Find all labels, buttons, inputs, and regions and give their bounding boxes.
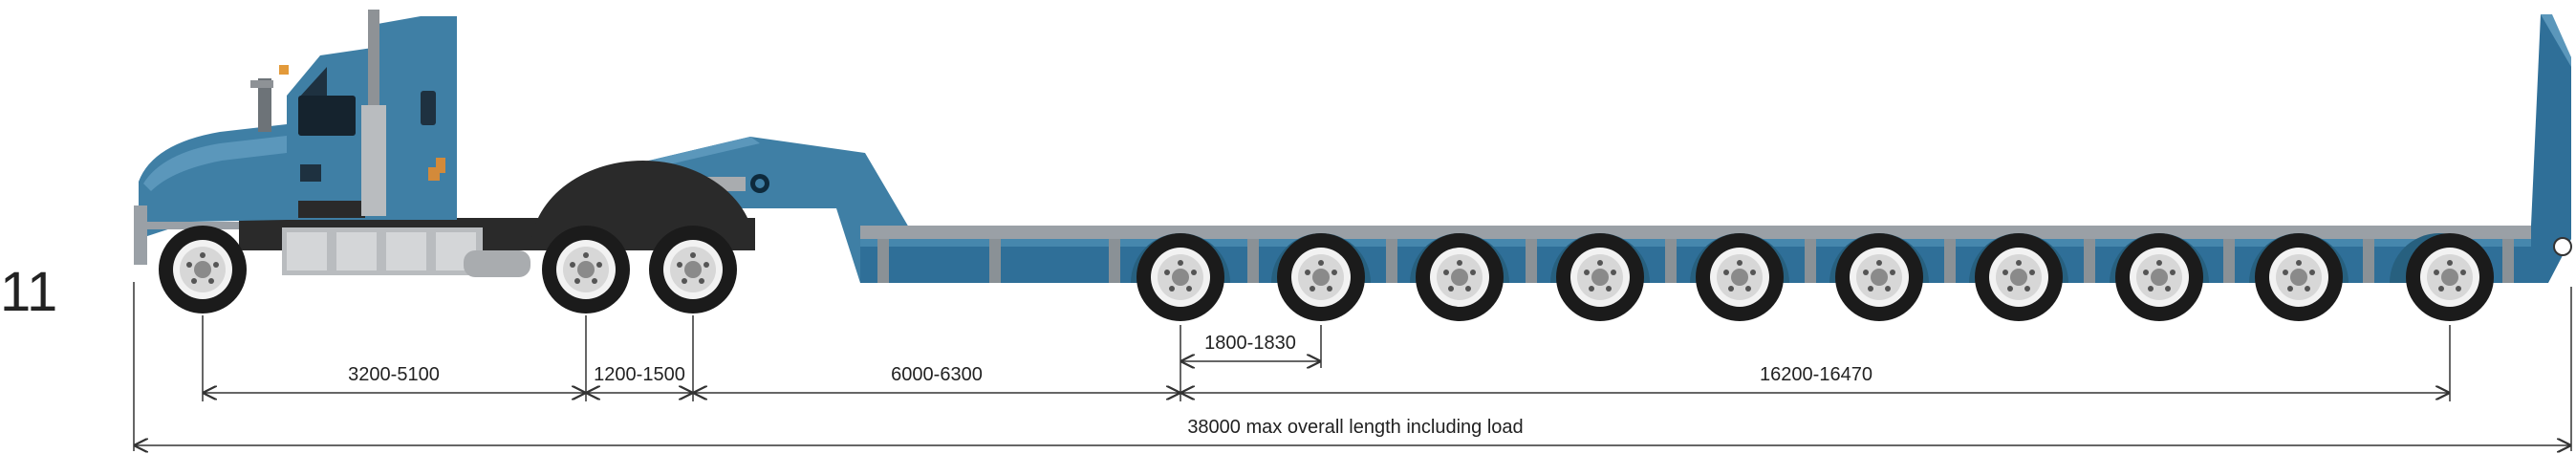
wheel-trailer-3: [1416, 233, 1504, 321]
side-window: [298, 96, 356, 136]
wheel-trailer-8: [2115, 233, 2203, 321]
wheel-trailer-2: [1277, 233, 1365, 321]
configuration-number: 11: [0, 261, 57, 323]
tail-ramp: [2531, 14, 2571, 283]
wheel-trailer-4: [1556, 233, 1644, 321]
dim-label-trailer-axle-spacing: 1800-1830: [1204, 333, 1296, 354]
wheel-trailer-9: [2255, 233, 2343, 321]
wheel-drive-2: [649, 226, 737, 313]
wheel-trailer-5: [1696, 233, 1784, 321]
wheel-drive-1: [542, 226, 630, 313]
prime-mover: [134, 10, 755, 277]
dim-label-drive-to-trailer: 6000-6300: [891, 364, 983, 385]
wheel-steer: [159, 226, 247, 313]
wheel-trailer-7: [1975, 233, 2063, 321]
dim-label-drive-spacing: 1200-1500: [594, 364, 685, 385]
dim-label-steer-to-drive: 3200-5100: [348, 364, 440, 385]
trailer-deck: [860, 226, 2531, 239]
wheel-trailer-1: [1136, 233, 1224, 321]
wheel-trailer-6: [1835, 233, 1923, 321]
dimension-lines: [133, 282, 2572, 451]
wheel-trailer-10: [2406, 233, 2494, 321]
dim-label-overall: 38000 max overall length including load: [1187, 417, 1523, 438]
dim-label-trailer-group: 16200-16470: [1760, 364, 1872, 385]
